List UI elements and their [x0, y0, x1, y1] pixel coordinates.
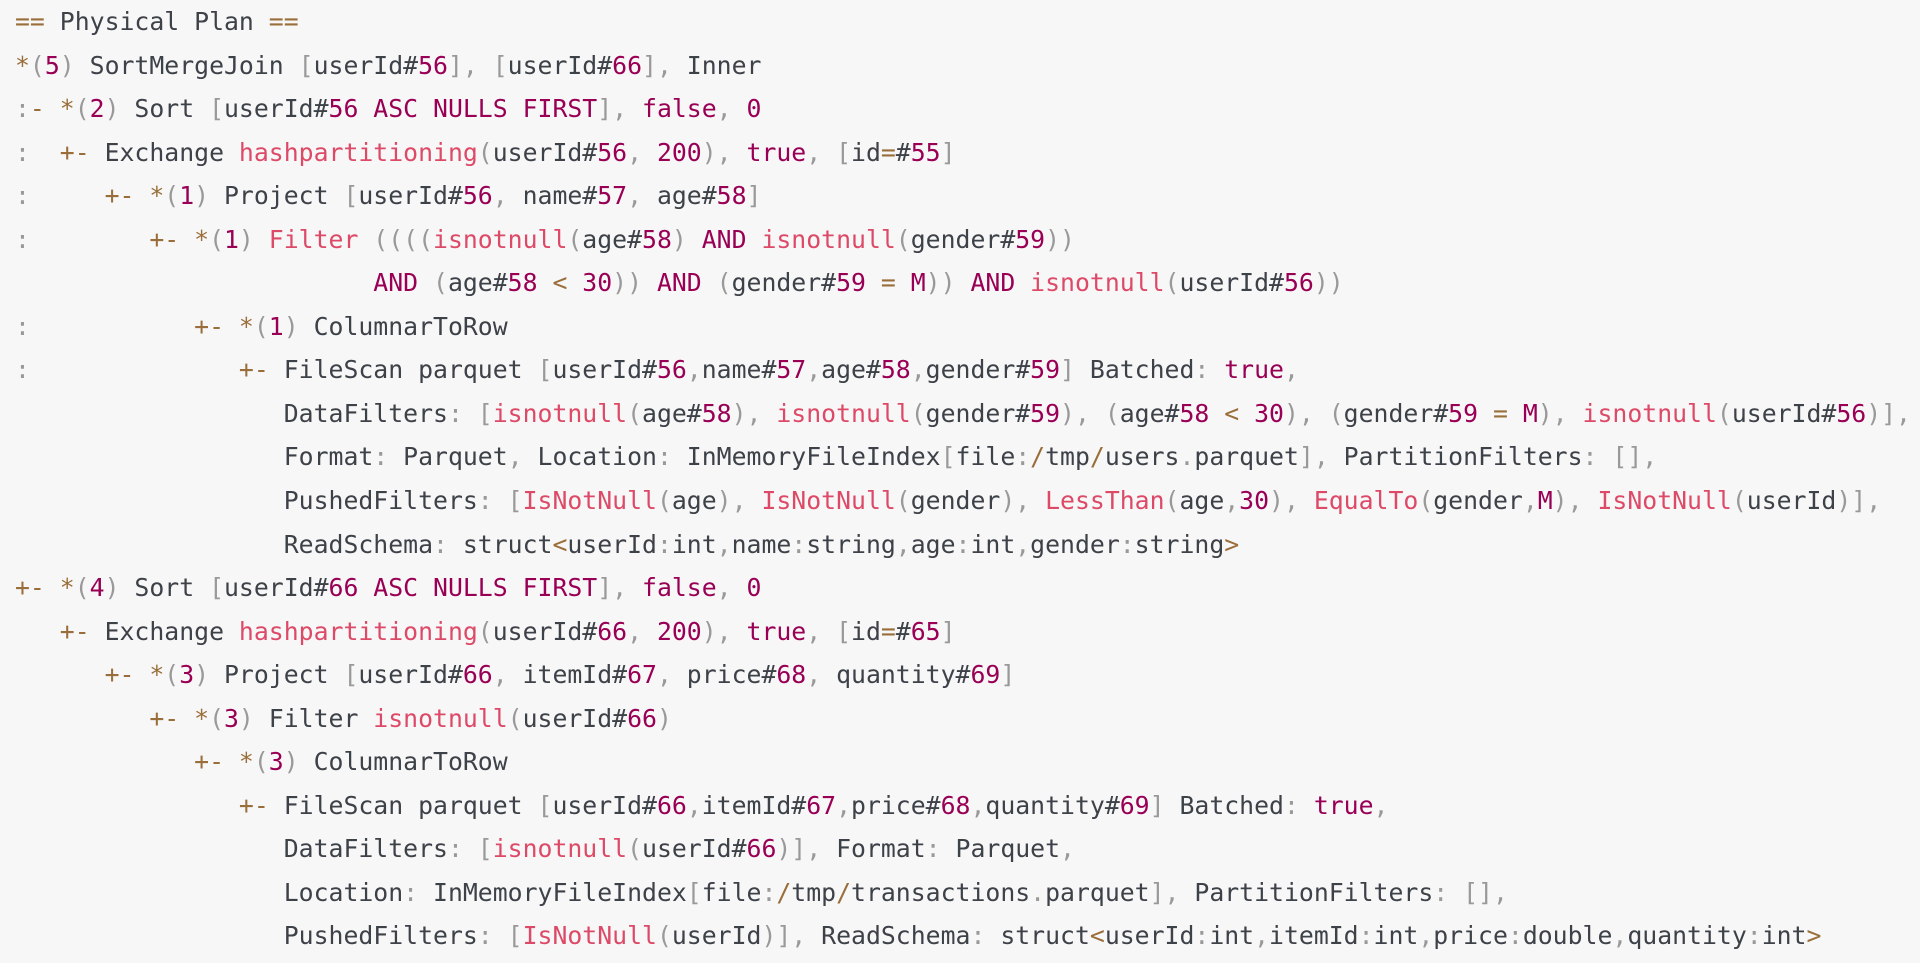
plan-line-columnar-right: +- *(3) ColumnarToRow [15, 747, 508, 777]
plan-line-pushedfilters-right: PushedFilters: [IsNotNull(userId)], Read… [15, 921, 1822, 951]
plan-line-exchange-right: +- Exchange hashpartitioning(userId#66, … [15, 616, 956, 646]
plan-line-exchange-left: : +- Exchange hashpartitioning(userId#56… [15, 137, 956, 167]
plan-line-project-right: +- *(3) Project [userId#66, itemId#67, p… [15, 660, 1016, 690]
plan-line-datafilters-right: DataFilters: [isnotnull(userId#66)], For… [15, 834, 1075, 864]
plan-header-line: == Physical Plan == [15, 7, 299, 36]
plan-line-project-left: : +- *(1) Project [userId#56, name#57, a… [15, 181, 762, 211]
plan-line-sort-merge-join: *(5) SortMergeJoin [userId#56], [userId#… [15, 50, 762, 80]
plan-line-filter-left-cont: AND (age#58 < 30)) AND (gender#59 = M)) … [15, 268, 1344, 298]
plan-line-readschema-left: ReadSchema: struct<userId:int,name:strin… [15, 529, 1240, 559]
plan-line-location-right: Location: InMemoryFileIndex[file:/tmp/tr… [15, 877, 1508, 907]
plan-line-datafilters-left: DataFilters: [isnotnull(age#58), isnotnu… [15, 398, 1911, 428]
plan-line-pushedfilters-left: PushedFilters: [IsNotNull(age), IsNotNul… [15, 486, 1882, 516]
plan-line-sort-right: +- *(4) Sort [userId#66 ASC NULLS FIRST]… [15, 573, 762, 603]
plan-line-filescan-right: +- FileScan parquet [userId#66,itemId#67… [15, 790, 1389, 820]
plan-line-filter-left: : +- *(1) Filter ((((isnotnull(age#58) A… [15, 224, 1075, 254]
plan-line-columnar-left: : +- *(1) ColumnarToRow [15, 311, 508, 341]
plan-line-sort-left: :- *(2) Sort [userId#56 ASC NULLS FIRST]… [15, 94, 762, 124]
plan-line-filter-right: +- *(3) Filter isnotnull(userId#66) [15, 703, 672, 733]
plan-line-filescan-left: : +- FileScan parquet [userId#56,name#57… [15, 355, 1299, 385]
plan-line-format-left: Format: Parquet, Location: InMemoryFileI… [15, 442, 1658, 472]
